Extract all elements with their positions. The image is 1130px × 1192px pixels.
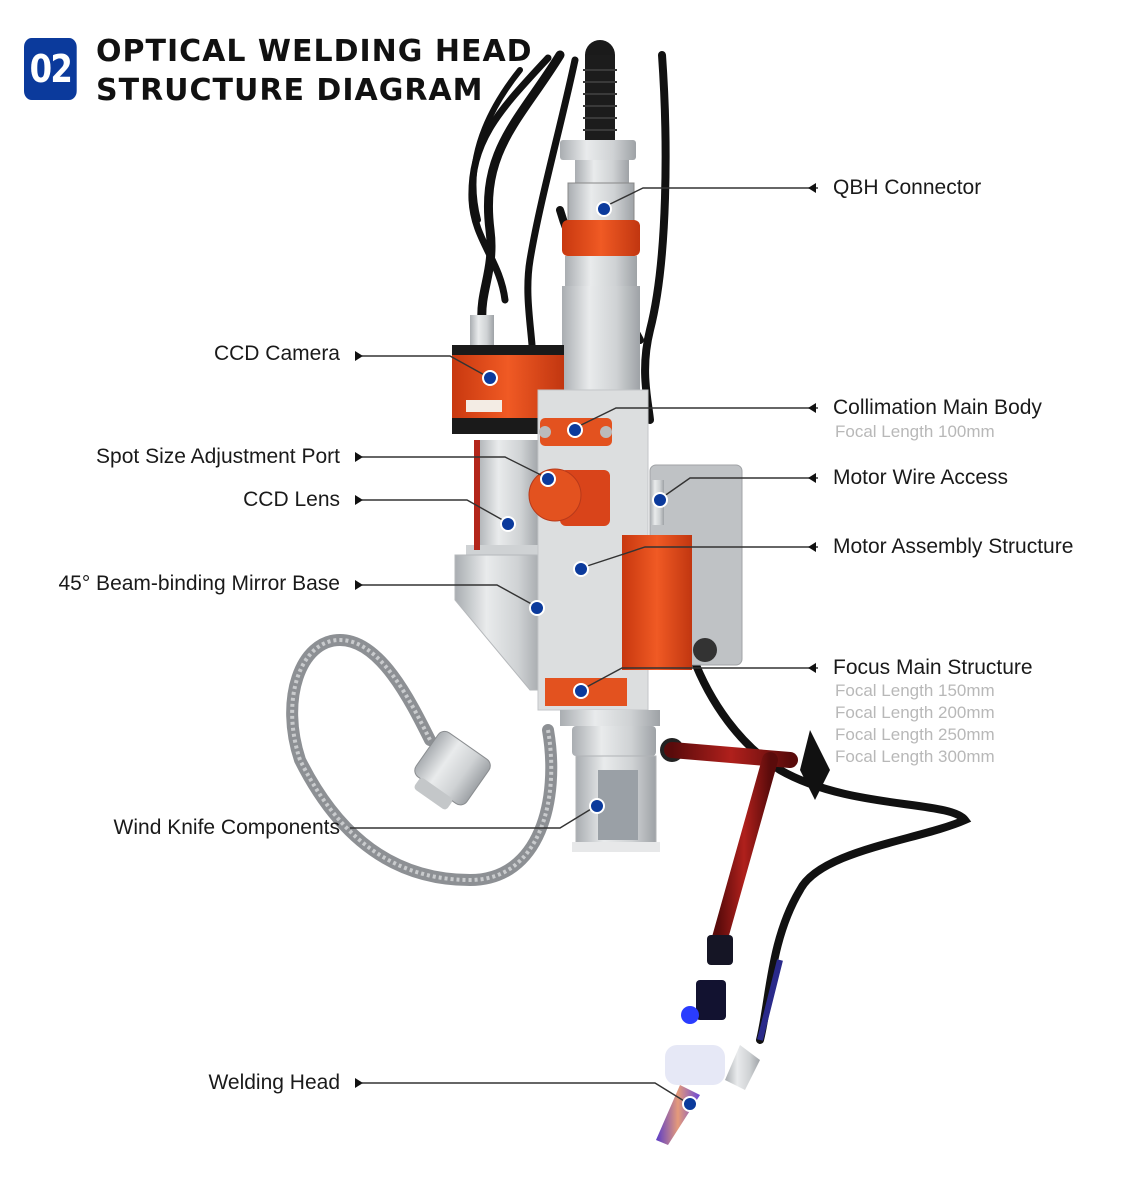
label-motor-assembly-structure: Motor Assembly Structure bbox=[833, 535, 1074, 558]
title-line-2: STRUCTURE DIAGRAM bbox=[96, 73, 484, 108]
support-arm bbox=[660, 730, 830, 1024]
leader-motor-wire-access bbox=[659, 477, 818, 500]
arrow-qbh-connector bbox=[808, 183, 816, 193]
dot-beam-binding-mirror-base bbox=[529, 600, 545, 616]
arrow-welding-head bbox=[355, 1078, 363, 1088]
dot-ccd-lens bbox=[500, 516, 516, 532]
leader-beam-binding-mirror-base bbox=[362, 584, 538, 608]
dot-welding-head bbox=[682, 1096, 698, 1112]
leader-motor-assembly-structure bbox=[580, 546, 818, 569]
label-focus-main-structure: Focus Main Structure bbox=[833, 656, 1033, 679]
label-ccd-camera: CCD Camera bbox=[213, 342, 340, 365]
label-ccd-lens: CCD Lens bbox=[243, 488, 340, 511]
sublabel-focal-length-250: Focal Length 250mm bbox=[835, 725, 995, 744]
leader-welding-head bbox=[362, 1082, 690, 1105]
dot-focus-main-structure bbox=[573, 683, 589, 699]
dot-collimation-main-body bbox=[567, 422, 583, 438]
arrow-motor-assembly-structure bbox=[808, 542, 816, 552]
dot-motor-wire-access bbox=[652, 492, 668, 508]
sublabel-focal-length-300: Focal Length 300mm bbox=[835, 747, 995, 766]
leader-qbh-connector bbox=[603, 187, 818, 208]
arrow-beam-binding-mirror-base bbox=[355, 580, 363, 590]
label-collimation-main-body: Collimation Main Body bbox=[833, 396, 1042, 419]
arrow-focus-main-structure bbox=[808, 663, 816, 673]
section-number-badge: 02 bbox=[24, 38, 77, 100]
arrow-ccd-lens bbox=[355, 495, 363, 505]
gooseneck-lamp bbox=[286, 633, 558, 887]
leader-ccd-lens bbox=[362, 499, 509, 524]
arrow-spot-size-adjustment-port bbox=[355, 452, 363, 462]
leader-spot-size-adjustment-port bbox=[362, 456, 548, 479]
label-qbh-connector: QBH Connector bbox=[833, 176, 982, 199]
dot-spot-size-adjustment-port bbox=[540, 471, 556, 487]
dot-ccd-camera bbox=[482, 370, 498, 386]
dot-wind-knife-components bbox=[589, 798, 605, 814]
label-wind-knife-components: Wind Knife Components bbox=[113, 816, 340, 839]
leader-wind-knife-components bbox=[350, 805, 597, 829]
qbh-bellows bbox=[560, 55, 636, 160]
label-motor-wire-access: Motor Wire Access bbox=[833, 466, 1009, 489]
dot-motor-assembly-structure bbox=[573, 561, 589, 577]
sublabel-focal-length-150: Focal Length 150mm bbox=[835, 681, 995, 700]
arrow-motor-wire-access bbox=[808, 473, 816, 483]
arrow-collimation-main-body bbox=[808, 403, 816, 413]
label-spot-size-adjustment-port: Spot Size Adjustment Port bbox=[96, 445, 340, 468]
dot-qbh-connector bbox=[596, 201, 612, 217]
label-welding-head: Welding Head bbox=[208, 1071, 340, 1094]
leader-collimation-main-body bbox=[574, 407, 818, 429]
arrow-ccd-camera bbox=[355, 351, 363, 361]
sublabel-collimation-focal-length: Focal Length 100mm bbox=[835, 422, 995, 441]
label-beam-binding-mirror-base: 45° Beam-binding Mirror Base bbox=[58, 572, 340, 595]
sublabel-focal-length-200: Focal Length 200mm bbox=[835, 703, 995, 722]
title-line-1: OPTICAL WELDING HEAD bbox=[96, 34, 533, 69]
leader-ccd-camera bbox=[362, 355, 489, 378]
leader-focus-main-structure bbox=[580, 667, 818, 691]
page-title: OPTICAL WELDING HEAD STRUCTURE DIAGRAM bbox=[96, 32, 533, 110]
